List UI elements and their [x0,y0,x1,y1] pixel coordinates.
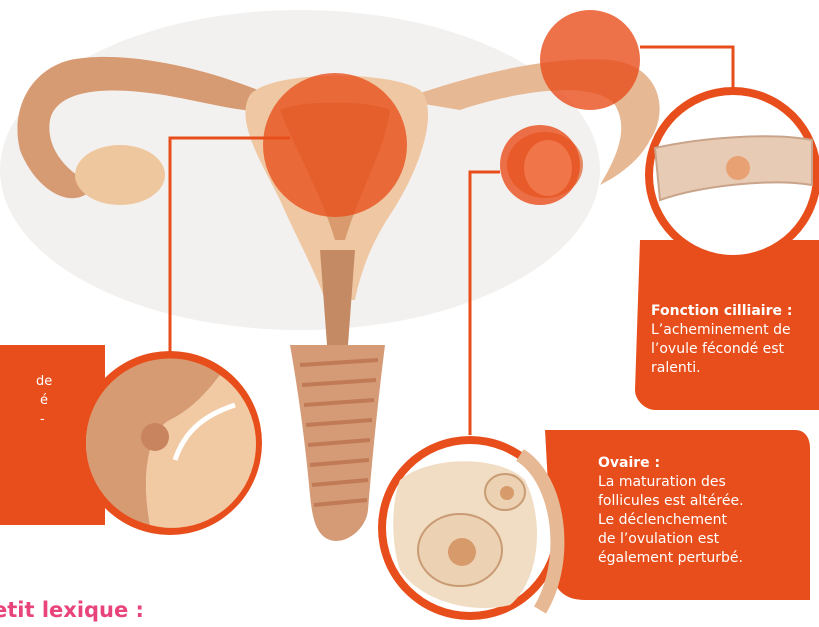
implanted-embryo [141,423,169,451]
ovary-callout-title: Ovaire : [598,454,798,473]
uterus-zoom-content [86,358,256,527]
ovary-callout-line-1: La maturation des [598,473,798,492]
cilia-callout-line-3: ralenti. [651,359,819,378]
cilia-connector-line [640,47,733,90]
uterus-callout-line-1: de [0,372,64,391]
cilia-callout-line-2: l’ovule fécondé est [651,340,819,359]
cilia-callout-text: Fonction cilliaire : L’acheminement de l… [651,302,819,378]
cervix [320,250,355,345]
follicle [448,538,476,566]
cilia-callout-title: Fonction cilliaire : [651,302,819,321]
ovary-highlight-inner [524,140,572,196]
tube-highlight-circle [540,10,640,110]
follicle-small [500,486,514,500]
ovary-callout-text: Ovaire : La maturation des follicules es… [598,454,798,568]
lexique-heading: etit lexique : [0,596,200,627]
cilia-callout-line-1: L’acheminement de [651,321,819,340]
ovary-callout-line-5: également perturbé. [598,549,798,568]
fertilized-ovum [726,156,750,180]
lexique-title: etit lexique : [0,598,144,622]
uterus-callout-line-3: - [0,410,64,429]
ovary-callout-line-2: follicules est altérée. [598,492,798,511]
uterus-callout-text: de é - [0,372,64,429]
uterus-callout-line-2: é [0,391,64,410]
ovary-callout-line-4: de l’ovulation est [598,530,798,549]
uterus-highlight-circle [263,73,407,217]
ovary-callout-line-3: Le déclenchement [598,511,798,530]
left-ovary [75,145,165,205]
